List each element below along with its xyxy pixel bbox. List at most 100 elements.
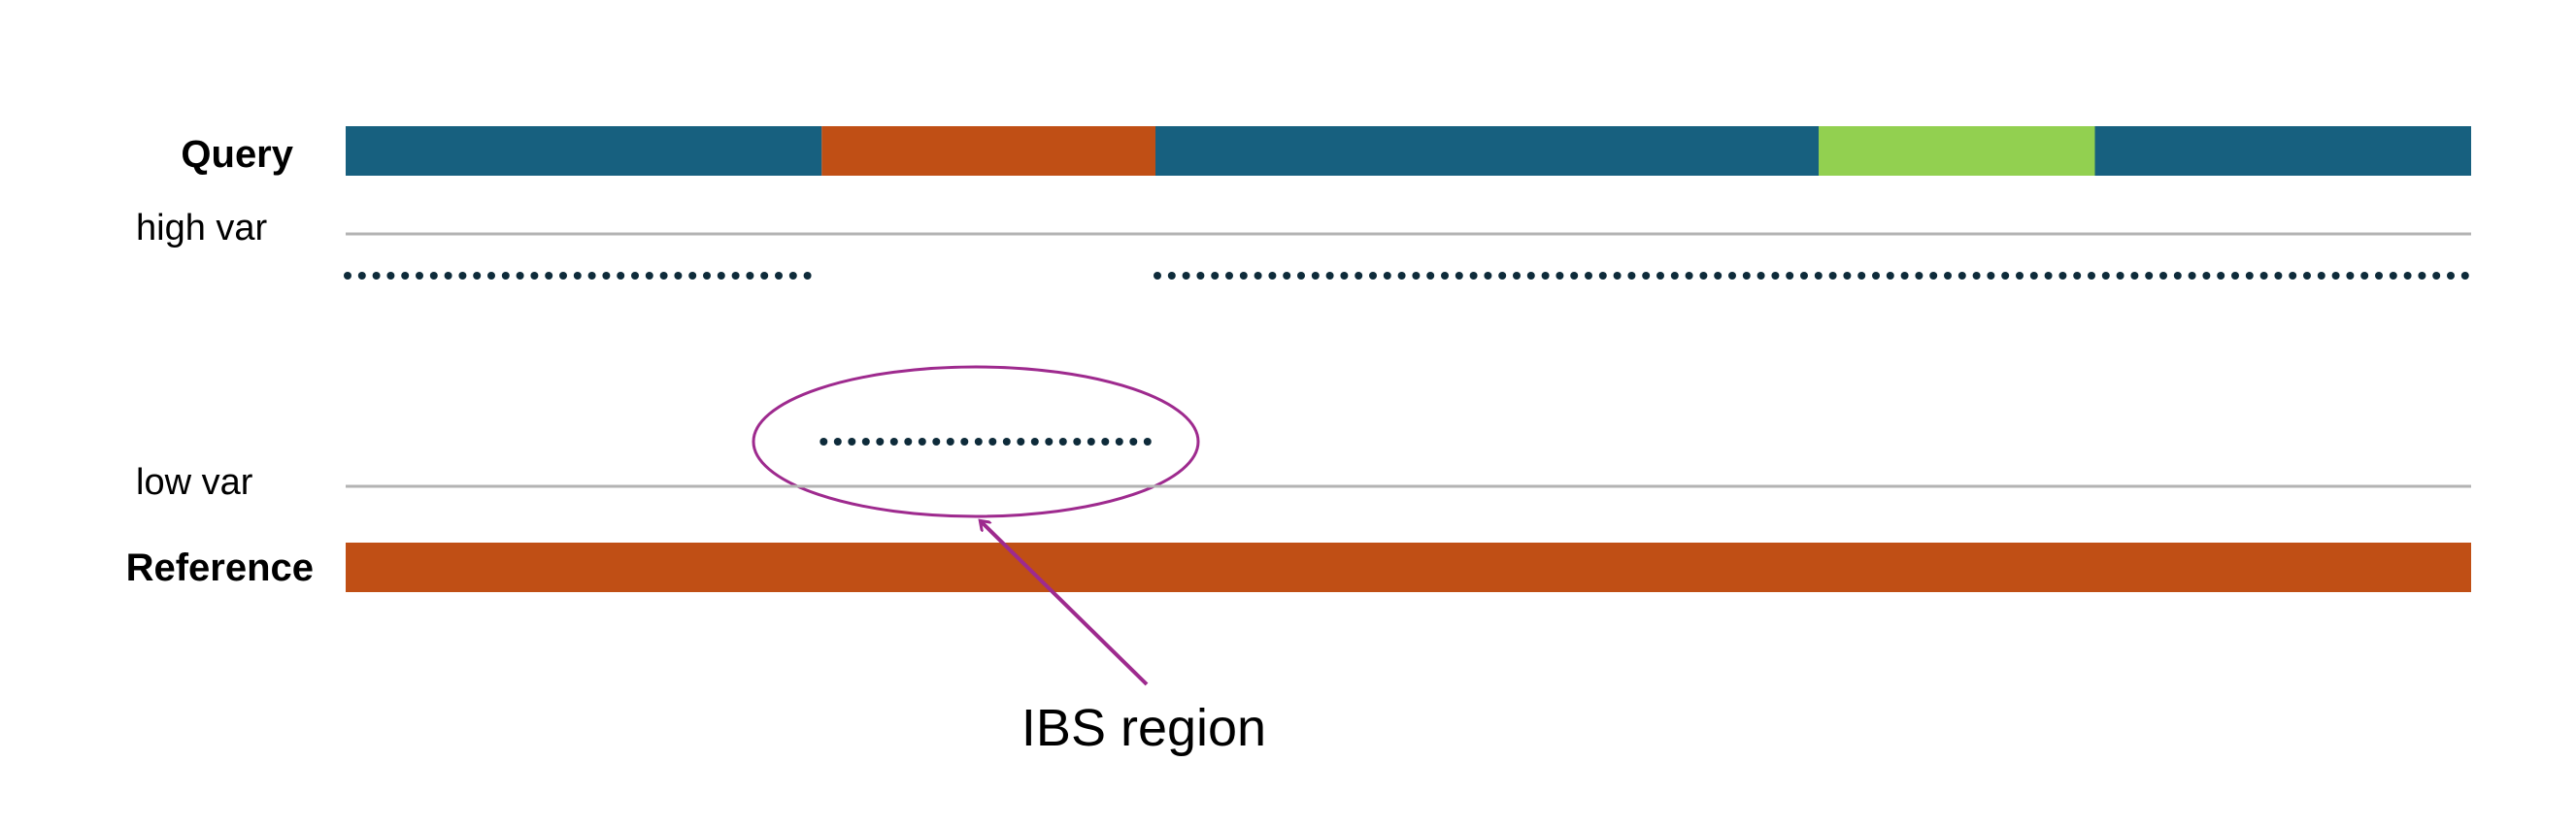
- low-var-dot: [848, 438, 856, 446]
- high-var-dot: [1613, 272, 1622, 280]
- high-var-dot: [1154, 272, 1161, 280]
- low-var-dot: [1030, 438, 1039, 446]
- high-var-dot: [1412, 272, 1421, 280]
- high-var-dot: [1196, 272, 1205, 280]
- high-var-dot: [1915, 272, 1924, 280]
- high-var-dot: [760, 272, 769, 280]
- high-var-dot: [1929, 272, 1938, 280]
- high-var-dot: [2346, 272, 2355, 280]
- high-var-dot: [2044, 272, 2053, 280]
- high-var-dot: [530, 272, 539, 280]
- low-var-dot: [861, 438, 870, 446]
- high-var-dot: [1771, 272, 1780, 280]
- high-var-dot: [2058, 272, 2067, 280]
- high-var-dot: [2001, 272, 2010, 280]
- low-var-dotted-line: [820, 438, 1152, 446]
- high-var-dot: [2432, 272, 2441, 280]
- high-var-dot: [2360, 272, 2369, 280]
- high-var-dot: [1426, 272, 1435, 280]
- high-var-dot: [587, 272, 596, 280]
- high-var-dot: [1469, 272, 1478, 280]
- high-var-dot: [2173, 272, 2182, 280]
- high-var-dot: [1670, 272, 1679, 280]
- high-var-dot: [1325, 272, 1334, 280]
- high-var-dot: [2303, 272, 2311, 280]
- reference-track: [346, 543, 2471, 592]
- low-var-dot: [889, 438, 898, 446]
- high-var-dot: [1814, 272, 1823, 280]
- high-var-dot: [803, 272, 812, 280]
- high-var-dot: [2331, 272, 2340, 280]
- high-var-dot: [731, 272, 740, 280]
- high-var-dot: [1383, 272, 1391, 280]
- high-var-dot: [1944, 272, 1952, 280]
- high-var-dot: [1268, 272, 1277, 280]
- high-var-dot: [688, 272, 697, 280]
- low-var-dot: [1045, 438, 1054, 446]
- high-var-dot: [1167, 272, 1176, 280]
- query-segment-blue: [2094, 126, 2471, 176]
- low-var-dot: [1101, 438, 1110, 446]
- high-var-dot: [1526, 272, 1535, 280]
- low-var-dot: [1073, 438, 1082, 446]
- high-var-dot: [1598, 272, 1607, 280]
- high-var-dot: [1627, 272, 1636, 280]
- high-var-dot: [2389, 272, 2397, 280]
- low-var-dot: [820, 438, 828, 446]
- high-var-dot: [2029, 272, 2038, 280]
- high-var-dot: [473, 272, 482, 280]
- ibs-region-annotation: IBS region: [1021, 699, 1266, 757]
- high-var-dot: [372, 272, 381, 280]
- high-var-dot: [1182, 272, 1190, 280]
- query-segment-blue: [346, 126, 822, 176]
- low-var-dot: [833, 438, 842, 446]
- low-var-dot: [918, 438, 926, 446]
- high-var-dot: [559, 272, 567, 280]
- high-var-dot: [1957, 272, 1966, 280]
- low-var-dot: [1115, 438, 1123, 446]
- high-var-dot: [1886, 272, 1894, 280]
- high-var-dot: [2073, 272, 2082, 280]
- high-var-dot: [416, 272, 423, 280]
- high-var-dot: [1340, 272, 1349, 280]
- high-var-dot: [2460, 272, 2469, 280]
- low-var-dot: [946, 438, 954, 446]
- high-var-dot: [659, 272, 668, 280]
- low-var-dot: [1002, 438, 1011, 446]
- low-var-dot: [1017, 438, 1025, 446]
- high-var-dot: [1900, 272, 1909, 280]
- high-var-dot: [2088, 272, 2095, 280]
- query-label: Query: [181, 133, 293, 176]
- high-var-dot: [2375, 272, 2383, 280]
- high-var-dot: [2274, 272, 2283, 280]
- high-var-dot: [1455, 272, 1463, 280]
- high-var-dotted-line: [344, 272, 2469, 280]
- high-var-dot: [645, 272, 653, 280]
- high-var-dot: [487, 272, 495, 280]
- high-var-dot: [1786, 272, 1794, 280]
- high-var-dot: [501, 272, 510, 280]
- high-var-dot: [458, 272, 467, 280]
- high-var-dot: [357, 272, 366, 280]
- high-var-dot: [1441, 272, 1449, 280]
- low-var-dot: [974, 438, 983, 446]
- high-var-dot: [1728, 272, 1736, 280]
- high-var-dot: [1355, 272, 1363, 280]
- high-var-dot: [386, 272, 395, 280]
- reference-label: Reference: [126, 546, 314, 589]
- high-var-dot: [1369, 272, 1377, 280]
- high-var-dot: [2016, 272, 2024, 280]
- low-var-label: low var: [136, 462, 253, 503]
- high-var-dot: [1541, 272, 1550, 280]
- high-var-dot: [429, 272, 438, 280]
- high-var-dot: [2217, 272, 2225, 280]
- high-var-dot: [516, 272, 524, 280]
- high-var-dot: [617, 272, 625, 280]
- high-var-dot: [2289, 272, 2297, 280]
- high-var-dot: [717, 272, 725, 280]
- low-var-dot: [1129, 438, 1138, 446]
- high-var-dot: [2245, 272, 2254, 280]
- high-var-dot: [1484, 272, 1492, 280]
- high-var-dot: [1311, 272, 1320, 280]
